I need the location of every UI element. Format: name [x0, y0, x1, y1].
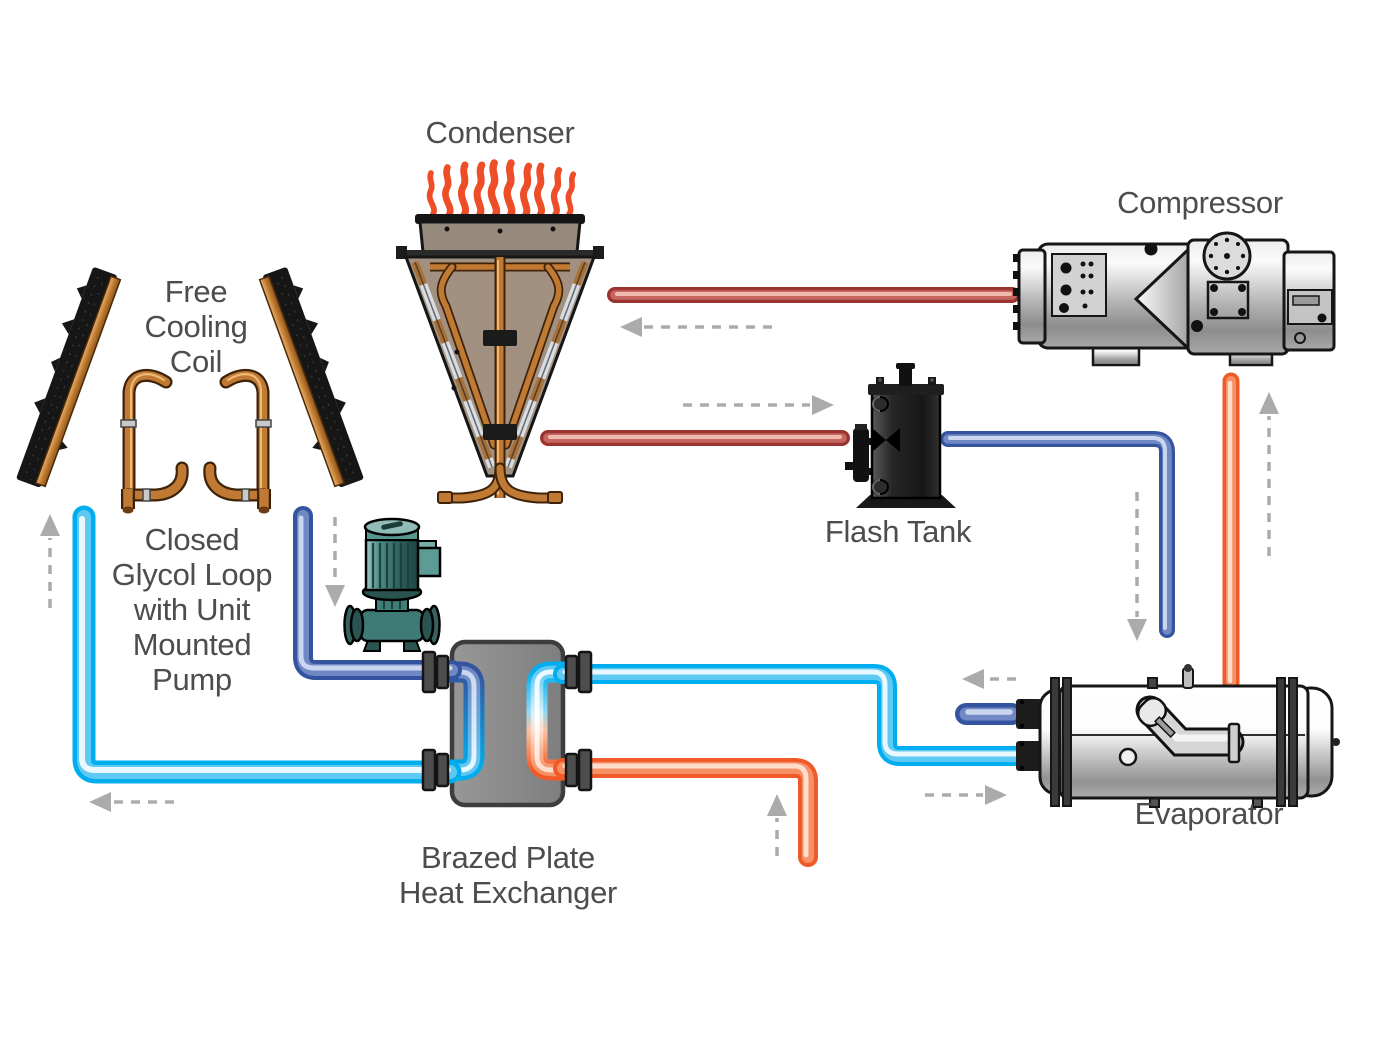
inline-pump-icon	[343, 517, 442, 652]
flow-arrow-pump-down	[325, 517, 345, 607]
flow-arrow-evap-in	[925, 785, 1007, 805]
flow-arrow-suction-up	[1259, 392, 1279, 556]
free-cooling-coil-label: Free Cooling Coil	[144, 274, 248, 379]
condenser-illustration	[396, 214, 604, 504]
chilled-water-supply-pipe	[553, 664, 1030, 766]
heat-exchanger-port-flanges	[421, 650, 593, 792]
warm-water-return-pipe	[553, 758, 818, 867]
condenser-liquid-pipe	[540, 430, 850, 446]
free-cooling-coil-illustration	[16, 267, 364, 514]
compressor-label: Compressor	[1117, 185, 1283, 220]
heat-waves-icon	[428, 163, 574, 216]
heat-exchanger-label: Brazed Plate Heat Exchanger	[398, 840, 618, 910]
evaporator-label: Evaporator	[1134, 796, 1284, 831]
evaporator-illustration	[1038, 664, 1340, 808]
flash-tank-liquid-pipe	[940, 431, 1175, 638]
flow-arrow-glycol-left	[89, 792, 174, 812]
hot-gas-discharge-pipe	[607, 287, 1020, 303]
flow-arrow-flash-down	[1127, 492, 1147, 641]
glycol-return-pipe	[72, 505, 462, 784]
heat-exchanger-illustration	[439, 639, 576, 808]
flow-arrow-liquid	[683, 395, 834, 415]
suction-pipe	[1222, 372, 1240, 692]
evaporator-outlet-stub-pipe	[955, 703, 1023, 725]
evaporator-port-flanges	[1016, 699, 1042, 771]
flow-arrow-evap-out	[962, 669, 1016, 689]
flow-arrow-discharge	[620, 317, 772, 337]
glycol-supply-pipe	[293, 506, 462, 680]
flow-arrow-return-up	[767, 794, 787, 856]
condenser-label: Condenser	[425, 115, 575, 150]
flash-tank-label: Flash Tank	[824, 514, 972, 549]
compressor-illustration	[1013, 231, 1336, 367]
flash-tank-illustration	[845, 363, 956, 508]
closed-glycol-loop-label: Closed Glycol Loop with Unit Mounted Pum…	[111, 522, 273, 697]
flow-arrow-glycol-up	[40, 514, 60, 608]
